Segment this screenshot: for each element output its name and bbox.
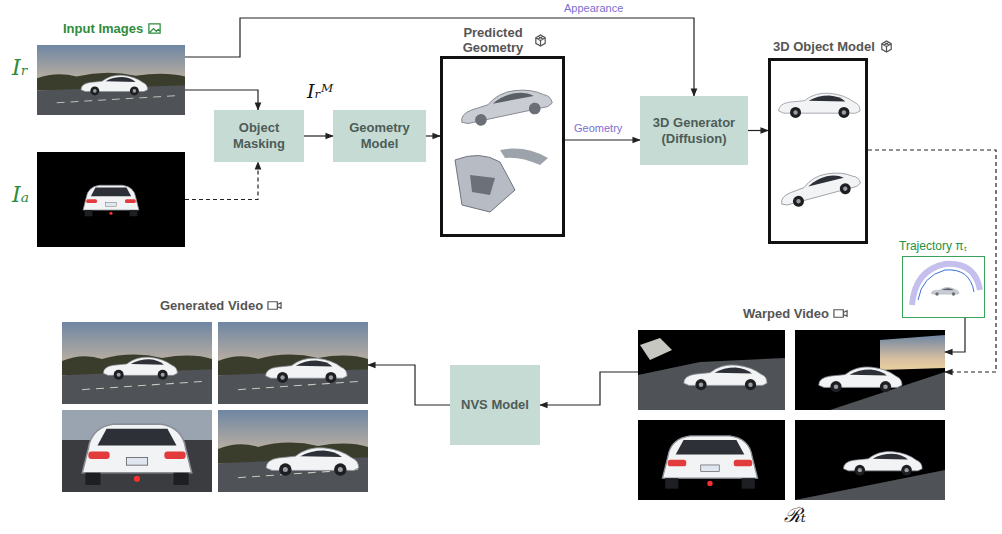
heading-label: Trajectory πₜ: [899, 237, 967, 254]
heading-label: Predicted Geometry: [457, 25, 529, 55]
edge-label: Iᵣᴹ: [305, 80, 335, 102]
connector: [304, 135, 333, 136]
process-box: Geometry Model: [333, 110, 426, 162]
heading-label: Iᵣ: [12, 55, 28, 80]
cam-icon: [267, 298, 282, 313]
process-box: Object Masking: [214, 110, 304, 162]
video-panel: Generated Video: [62, 322, 368, 492]
label-group: ℛₜ: [784, 501, 806, 528]
heading-label: Input Images: [63, 21, 143, 36]
connector: [185, 162, 258, 200]
connector: [368, 365, 450, 405]
label-group: Warped Video: [743, 306, 848, 321]
process-box: NVS Model: [450, 365, 540, 445]
connector: [185, 90, 258, 110]
heading-label: ℛₜ: [784, 501, 806, 528]
process-box: 3D Generator (Diffusion): [640, 96, 748, 165]
video-panel: Warped Videoℛₜ: [638, 330, 945, 500]
connector: [945, 318, 965, 352]
input-image: Input ImagesIᵣ: [37, 45, 185, 115]
connector: [540, 372, 638, 405]
label-group: Input Images: [63, 21, 162, 36]
label-group: Trajectory πₜ: [899, 237, 967, 254]
label-group: Predicted Geometry: [457, 25, 548, 55]
heading-label: Generated Video: [160, 298, 263, 313]
input-image: Iₐ: [37, 152, 185, 247]
edge-label: Appearance: [562, 2, 625, 14]
connector: [748, 130, 768, 131]
cube-icon: [533, 33, 548, 48]
label-group: Iᵣ: [12, 55, 28, 80]
connector: [868, 150, 996, 372]
heading-label: Warped Video: [743, 306, 829, 321]
edge-label: Geometry: [572, 122, 624, 134]
cube-icon: [879, 39, 894, 54]
box-label: 3D Generator (Diffusion): [646, 115, 742, 147]
label-group: Generated Video: [160, 298, 282, 313]
label-group: 3D Object Model: [773, 39, 894, 54]
heading-label: 3D Object Model: [773, 39, 875, 54]
connector: [565, 139, 640, 140]
box-label: Geometry Model: [339, 120, 420, 152]
box-label: Object Masking: [220, 120, 298, 152]
img-icon: [147, 21, 162, 36]
cam-icon: [833, 306, 848, 321]
connector: [426, 135, 440, 136]
model-frame: 3D Object Model: [768, 58, 868, 244]
geometry-frame: Predicted Geometry: [440, 56, 565, 237]
label-group: Iₐ: [12, 182, 29, 207]
box-label: NVS Model: [461, 397, 529, 413]
heading-label: Iₐ: [12, 182, 29, 207]
trajectory-box: Trajectory πₜ: [902, 256, 985, 318]
